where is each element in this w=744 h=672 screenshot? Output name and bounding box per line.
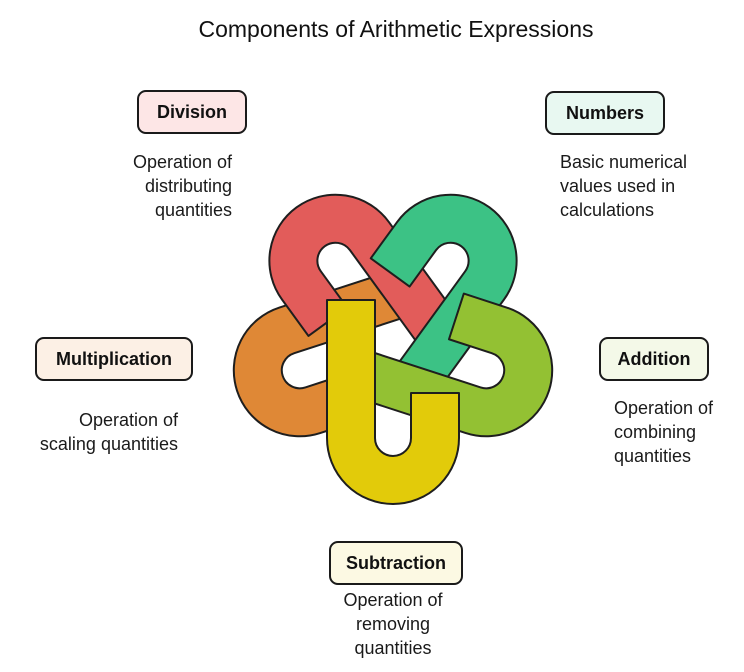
- numbers-desc-line-2: values used in: [560, 176, 676, 196]
- addition-desc-line-2: combining: [614, 422, 697, 442]
- multiplication-description: Operation of scaling quantities: [40, 408, 178, 456]
- numbers-label: Numbers: [565, 102, 645, 123]
- division-description: Operation of distributing quantities: [133, 150, 232, 222]
- multiplication-link-shape: [232, 263, 427, 438]
- subtraction-label: Subtraction: [345, 552, 446, 573]
- diagram-title: Components of Arithmetic Expressions: [198, 16, 594, 42]
- multiplication-desc-line-2: scaling quantities: [39, 434, 178, 454]
- numbers-description: Basic numerical values used in calculati…: [560, 150, 687, 222]
- numbers-desc-line-3: calculations: [560, 200, 655, 220]
- addition-link-shape: [333, 292, 554, 438]
- subtraction-desc-line-3: quantities: [354, 638, 432, 658]
- multiplication-label: Multiplication: [56, 348, 172, 369]
- division-label: Division: [156, 101, 227, 122]
- subtraction-description: Operation of removing quantities: [318, 588, 468, 660]
- division-desc-line-1: Operation of: [132, 152, 232, 172]
- numbers-desc-line-1: Basic numerical: [560, 152, 688, 172]
- multiplication-desc-line-1: Operation of: [78, 410, 178, 430]
- multiplication-badge: Multiplication: [35, 337, 193, 381]
- division-desc-line-3: quantities: [154, 200, 232, 220]
- division-badge: Division: [137, 90, 247, 134]
- addition-desc-line-3: quantities: [614, 446, 692, 466]
- subtraction-desc-line-2: removing: [355, 614, 431, 634]
- division-link-shape: [268, 193, 471, 363]
- addition-desc-line-1: Operation of: [614, 398, 714, 418]
- addition-description: Operation of combining quantities: [614, 396, 713, 468]
- division-desc-line-2: distributing: [144, 176, 232, 196]
- subtraction-link-shape: [326, 299, 460, 505]
- subtraction-desc-line-1: Operation of: [343, 590, 443, 610]
- numbers-badge: Numbers: [545, 91, 665, 135]
- numbers-link-shape: [369, 193, 518, 413]
- addition-label: Addition: [617, 348, 691, 369]
- subtraction-badge: Subtraction: [329, 541, 463, 585]
- addition-badge: Addition: [599, 337, 709, 381]
